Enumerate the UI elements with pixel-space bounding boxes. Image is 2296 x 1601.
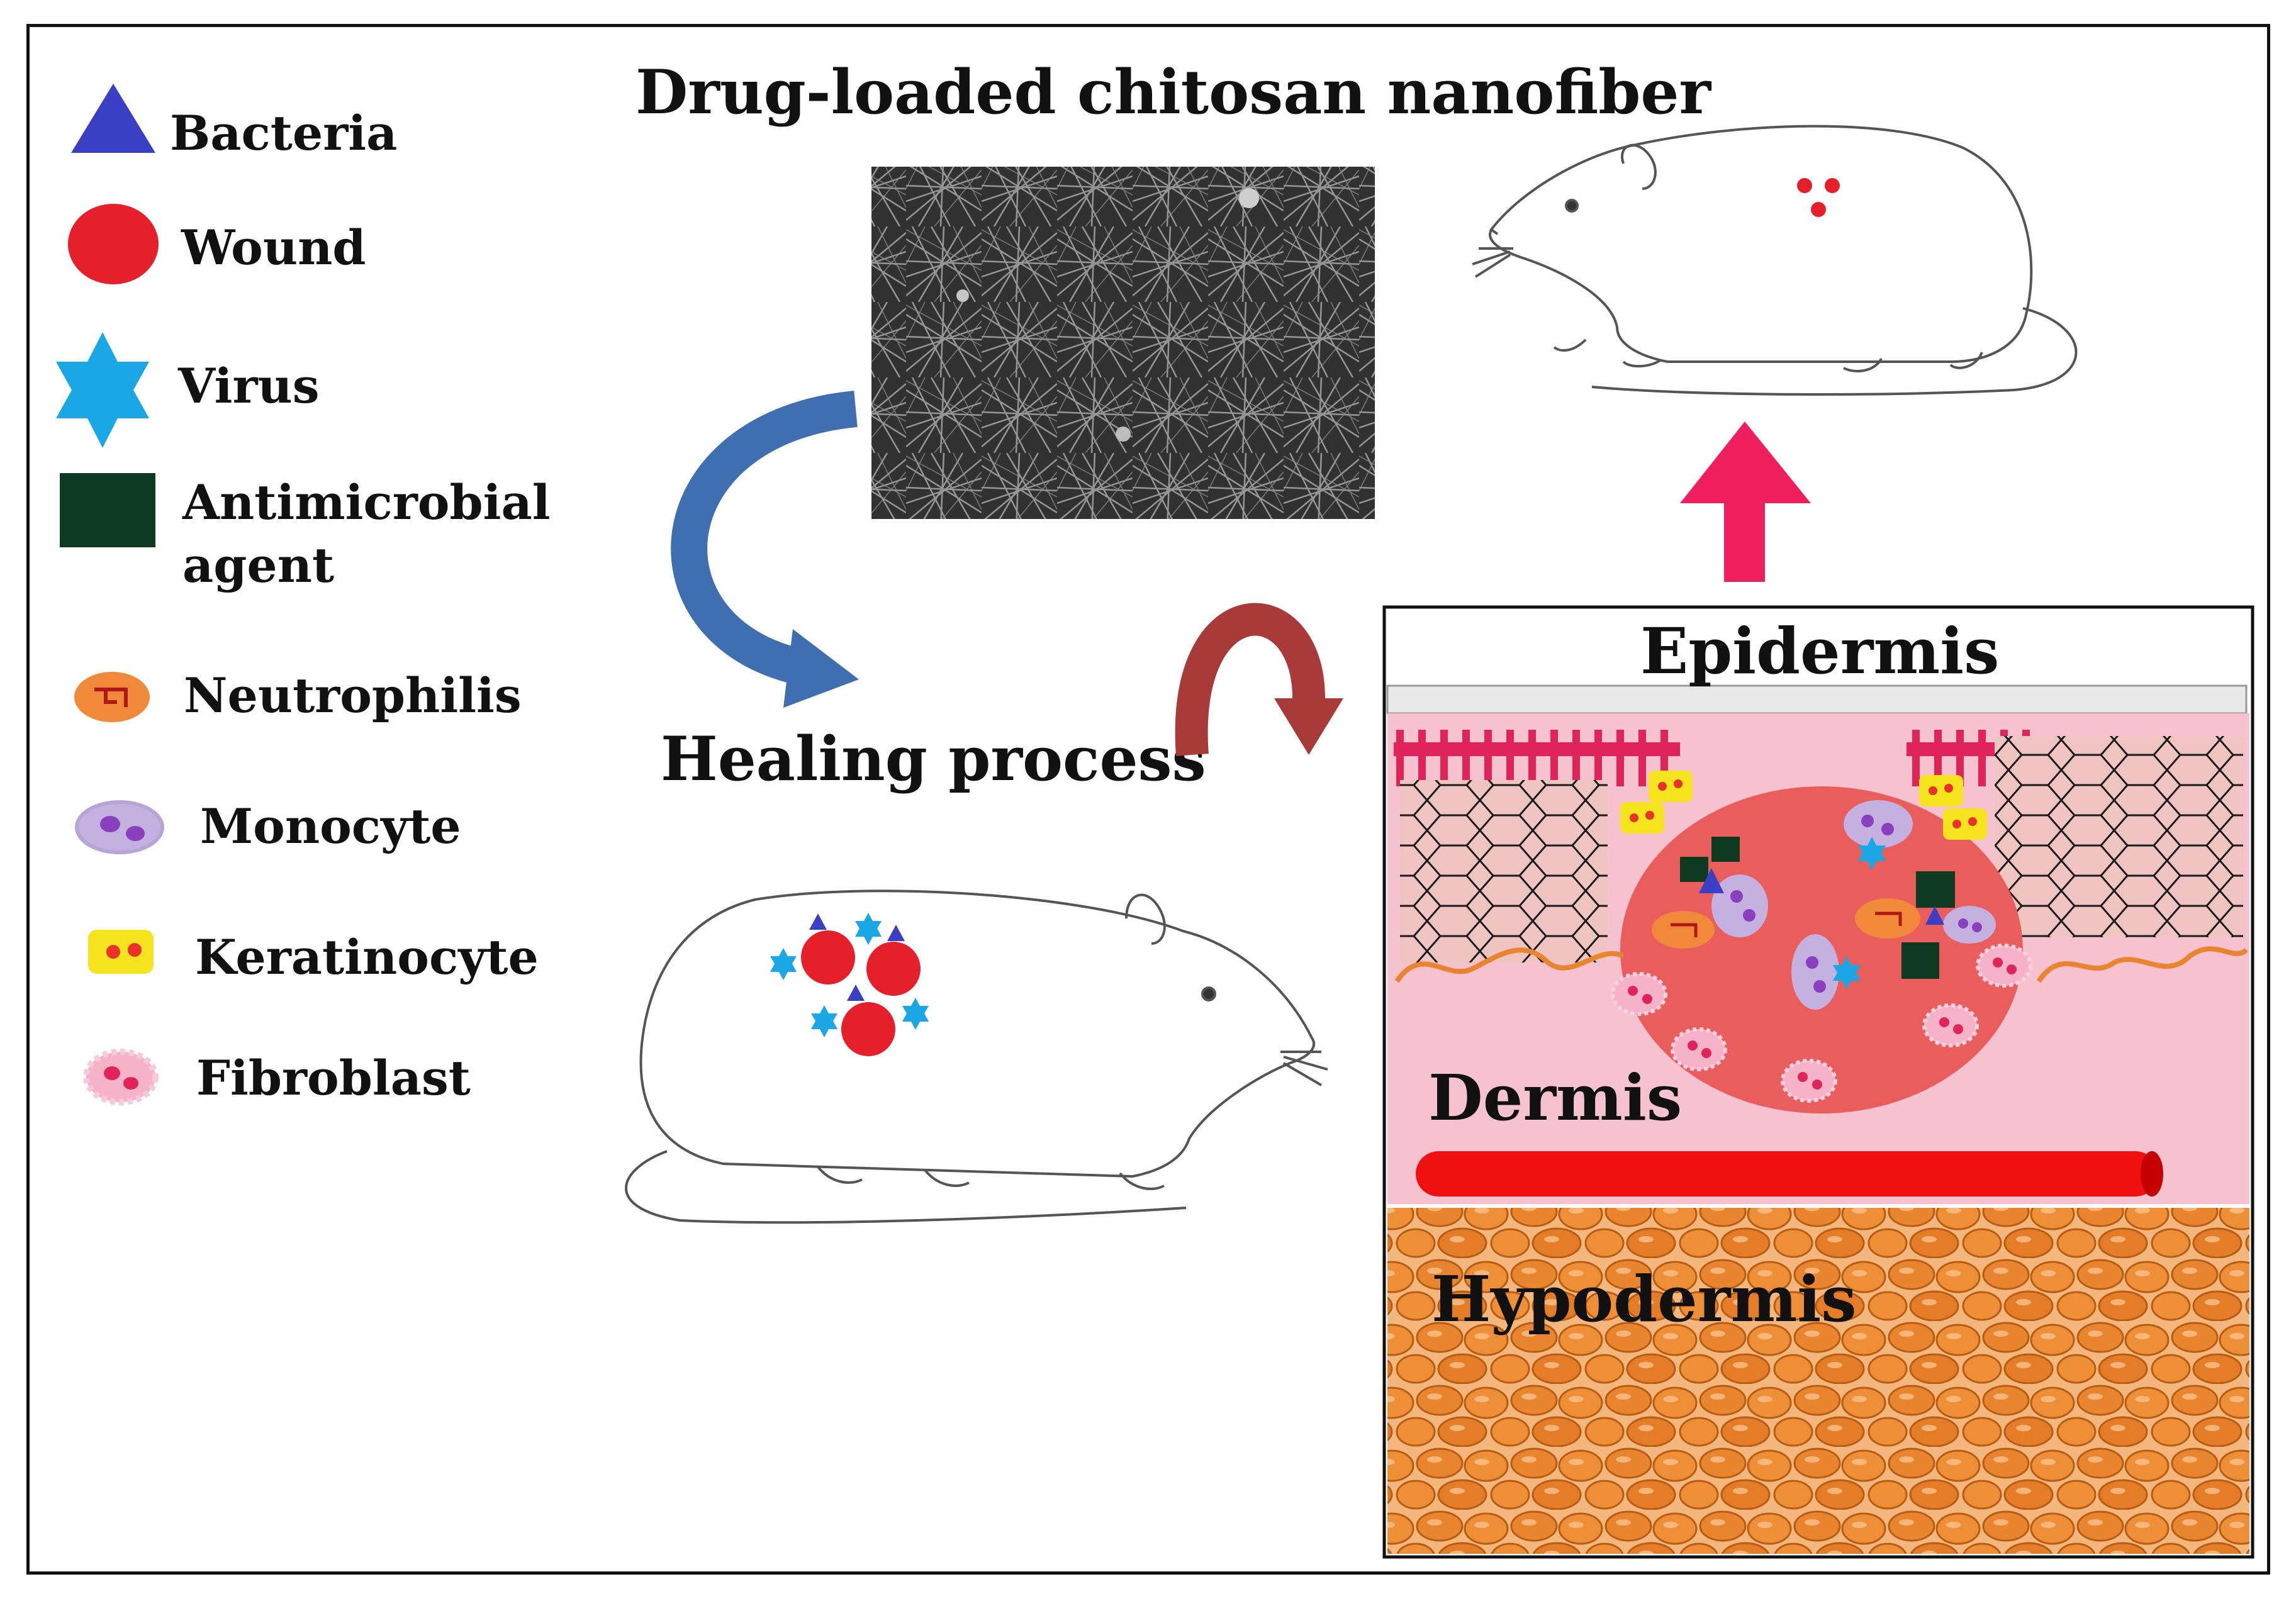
antimicrobial-square-icon — [60, 473, 155, 547]
legend-label-wound: Wound — [181, 220, 366, 276]
healed-wound-marks — [1797, 178, 1840, 217]
neutrophil-cell-icon — [74, 672, 150, 722]
basement-membrane — [1394, 946, 2248, 983]
legend-label-neutrophilis: Neutrophilis — [184, 667, 522, 723]
wounded-rat-illustration — [625, 890, 1328, 1224]
infected-wound-cluster — [770, 913, 929, 1056]
legend-label-agent: agent — [182, 537, 334, 593]
bacteria-triangle-icon — [71, 84, 155, 153]
healing-process-label: Healing process — [661, 723, 1206, 795]
nanofiber-sem-image — [871, 167, 1375, 519]
neutrophils — [1652, 898, 1920, 949]
flow-arrow-down — [671, 391, 859, 708]
legend-label-virus: Virus — [177, 358, 320, 414]
legend-label-keratinocyte: Keratinocyte — [195, 929, 539, 985]
wound-circle-icon — [68, 204, 159, 284]
antimicrobial-agents — [1680, 837, 1955, 979]
legend-label-fibroblast: Fibroblast — [196, 1050, 471, 1106]
comb-teeth — [1396, 730, 2030, 786]
legend-label-bacteria: Bacteria — [170, 105, 397, 161]
healed-rat-illustration — [1472, 125, 2078, 396]
cycle-arrow — [1175, 603, 1343, 756]
fibroblast-cell-icon — [83, 1049, 159, 1105]
diagram-title: Drug-loaded chitosan nanofiber — [636, 57, 1711, 128]
monocyte-cell-icon — [75, 800, 164, 854]
fibroblasts — [1611, 944, 2032, 1103]
tissue-honeycomb-right — [1995, 736, 2243, 937]
up-arrow — [1680, 421, 1811, 582]
label-epidermis: Epidermis — [1640, 614, 1999, 688]
keratinocytes — [1620, 771, 1987, 840]
virus-star-icon — [56, 332, 149, 448]
skin-cross-section: Epidermis Dermis Hypodermis — [1382, 605, 2254, 1559]
keratinocyte-cell-icon — [88, 930, 154, 974]
wound-pathogens — [1699, 837, 1944, 990]
legend-label-monocyte: Monocyte — [200, 798, 461, 854]
legend: Bacteria Wound Virus Antimicrobial agent… — [56, 84, 551, 1106]
legend-label-antimicrobial: Antimicrobial — [182, 474, 551, 530]
label-dermis: Dermis — [1428, 1061, 1682, 1135]
label-hypodermis: Hypodermis — [1431, 1262, 1857, 1336]
monocytes — [1711, 800, 1996, 1010]
tissue-honeycomb-left — [1400, 780, 1608, 962]
blood-vessel — [1416, 1151, 2163, 1197]
epidermis-layer — [1386, 684, 2248, 715]
hypodermis-layer — [1387, 1208, 2249, 1554]
